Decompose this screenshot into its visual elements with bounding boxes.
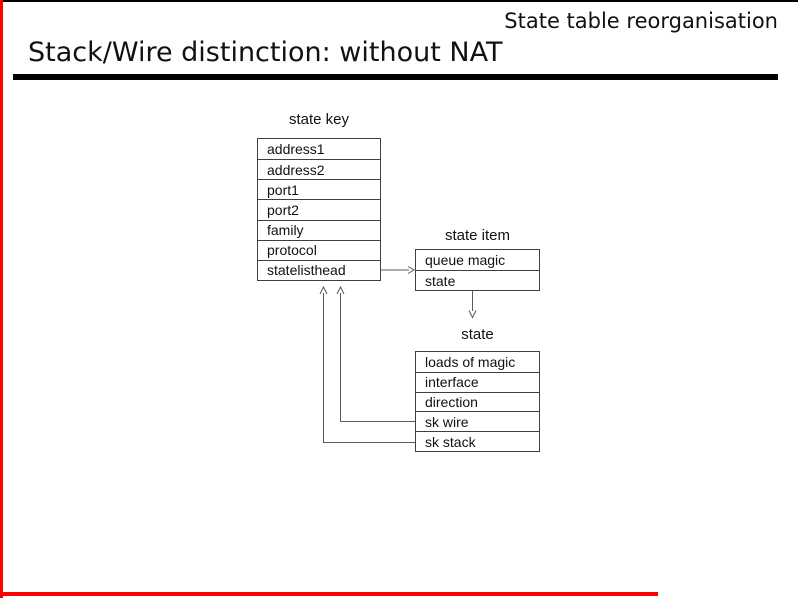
table-row: port2 [258,199,380,219]
state-key-table: address1 address2 port1 port2 family pro… [257,138,381,281]
bottom-accent-border [0,592,658,596]
table-row: protocol [258,239,380,260]
arrowhead-up-skstack-icon [319,285,328,295]
slide-header: State table reorganisation [504,9,778,33]
arrowhead-right-icon [407,266,415,274]
table-row: family [258,219,380,240]
table-row: queue magic [425,252,506,268]
table-row: address1 [267,141,325,158]
title-rule [13,74,778,80]
table-row: state [416,270,539,290]
state-key-table-label: state key [288,111,350,128]
table-row: sk wire [416,411,539,431]
table-row: port1 [258,179,380,199]
table-row: sk stack [416,431,539,451]
arrow-skwire-to-statekey [340,293,415,422]
table-row: address2 [258,159,380,179]
left-accent-border [0,0,3,598]
arrow-skstack-to-statekey [323,293,415,443]
state-table: loads of magic interface direction sk wi… [415,351,540,452]
table-row: statelisthead [258,259,380,280]
top-border-line [0,0,798,2]
page-title: Stack/Wire distinction: without NAT [28,37,503,68]
arrowhead-up-skwire-icon [336,285,345,295]
table-row: interface [416,371,539,392]
state-item-table-label: state item [444,227,511,244]
state-table-label: state [461,326,494,343]
table-row: direction [416,391,539,412]
table-row: loads of magic [425,353,516,370]
state-item-table: queue magic state [415,249,540,291]
arrowhead-down-icon [468,310,477,319]
